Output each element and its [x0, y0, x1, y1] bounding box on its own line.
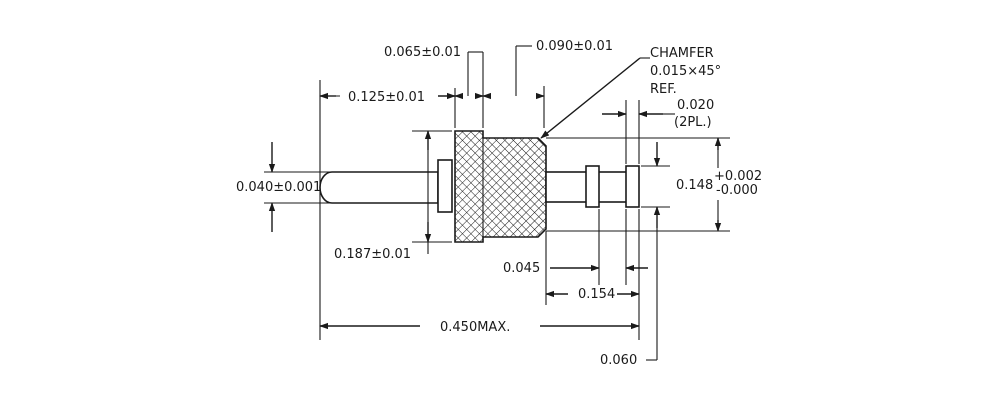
dim-0148: 0.148 +0.002 -0.000 [546, 137, 762, 232]
collar-2 [625, 165, 640, 208]
dim-0065: 0.065±0.01 [384, 45, 484, 128]
label-0045: 0.045 [503, 261, 540, 276]
pin-part [319, 130, 640, 243]
label-0065: 0.065±0.01 [384, 45, 461, 60]
label-0148: 0.148 [676, 178, 713, 193]
label-0154: 0.154 [578, 287, 615, 302]
label-0060: 0.060 [600, 353, 637, 368]
chamfer-note: CHAMFER 0.015×45° REF. [540, 46, 721, 139]
dim-0060: 0.060 [600, 142, 670, 368]
dim-0090: 0.090±0.01 [482, 39, 613, 128]
label-0148-tol-minus: -0.000 [716, 183, 758, 198]
label-0040: 0.040±0.001 [236, 180, 321, 195]
dim-0045: 0.045 [503, 209, 648, 285]
label-0187: 0.187±0.01 [334, 247, 411, 262]
chamfer-line-3: REF. [650, 82, 677, 97]
label-0020-note: (2PL.) [674, 115, 712, 130]
label-0020: 0.020 [677, 98, 714, 113]
label-0090: 0.090±0.01 [536, 39, 613, 54]
chamfer-line-2: 0.015×45° [650, 64, 721, 79]
dim-0187: 0.187±0.01 [334, 130, 452, 262]
label-0450: 0.450MAX. [440, 320, 510, 335]
knurled-head [454, 130, 547, 243]
shoulder [437, 159, 453, 213]
collar-1 [585, 165, 600, 208]
chamfer-line-1: CHAMFER [650, 46, 714, 61]
label-0125: 0.125±0.01 [348, 90, 425, 105]
dim-0125: 0.125±0.01 [319, 80, 456, 340]
dim-0040: 0.040±0.001 [236, 142, 330, 232]
label-0148-tol-plus: +0.002 [714, 169, 762, 184]
dim-0154: 0.154 [545, 209, 640, 340]
left-pin [319, 171, 439, 204]
dim-0020: 0.020 (2PL.) [602, 98, 714, 164]
dim-0450: 0.450MAX. [319, 320, 640, 335]
